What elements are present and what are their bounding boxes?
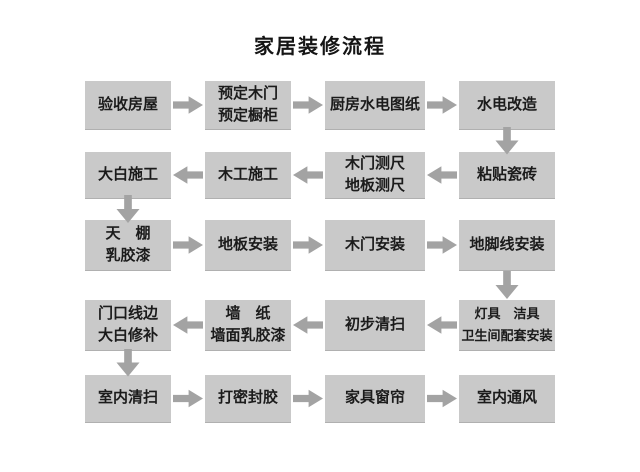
box-kitchen-utility-drawings: 厨房水电图纸 [325, 81, 425, 130]
arrow-right-icon [427, 389, 457, 408]
arrow-down-icon [116, 195, 140, 223]
arrow-down-icon [495, 271, 519, 299]
box-initial-cleaning: 初步清扫 [325, 300, 425, 351]
box-door-floor-measuring: 木门测尺 地板测尺 [325, 152, 425, 199]
arrow-right-icon [293, 236, 323, 254]
arrow-right-icon [427, 96, 457, 114]
box-whitewash-work: 大白施工 [85, 152, 171, 199]
box-floor-install: 地板安装 [205, 220, 291, 271]
box-lamps-sanitary-install: 灯具 洁具 卫生间配套安装 [459, 300, 555, 351]
arrow-right-icon [173, 389, 203, 408]
box-inspect-house: 验收房屋 [85, 81, 171, 130]
arrow-down-icon [116, 348, 140, 377]
box-order-door-cabinet: 预定木门 预定橱柜 [205, 81, 291, 130]
box-doorframe-touchup: 门口线边 大白修补 [85, 300, 171, 351]
page-title: 家居装修流程 [254, 36, 386, 58]
arrow-right-icon [293, 96, 323, 114]
box-wallpaper-latex-paint: 墙 纸 墙面乳胶漆 [205, 300, 291, 351]
arrow-right-icon [427, 236, 457, 254]
arrow-left-icon [173, 166, 203, 184]
arrow-left-icon [293, 166, 323, 184]
arrow-left-icon [427, 316, 457, 334]
arrow-down-icon [495, 126, 519, 155]
box-indoor-cleaning: 室内清扫 [85, 375, 171, 423]
arrow-left-icon [427, 166, 457, 184]
box-carpentry-work: 木工施工 [205, 152, 291, 199]
box-skirting-install: 地脚线安装 [459, 220, 555, 271]
arrow-left-icon [293, 316, 323, 334]
flowchart: 验收房屋 预定木门 预定橱柜 厨房水电图纸 水电改造 大白施工 木工施工 木门测… [85, 81, 555, 423]
box-indoor-ventilation: 室内通风 [459, 375, 555, 423]
box-apply-sealant: 打密封胶 [205, 375, 291, 423]
arrow-left-icon [173, 316, 203, 334]
box-water-electric-renovation: 水电改造 [459, 81, 555, 130]
arrow-right-icon [173, 96, 203, 114]
box-ceiling-latex-paint: 天 棚 乳胶漆 [85, 220, 171, 271]
box-tile-laying: 粘贴瓷砖 [459, 152, 555, 199]
arrow-right-icon [293, 389, 323, 408]
box-furniture-curtains: 家具窗帘 [325, 375, 425, 423]
arrow-right-icon [173, 236, 203, 254]
box-door-install: 木门安装 [325, 220, 425, 271]
